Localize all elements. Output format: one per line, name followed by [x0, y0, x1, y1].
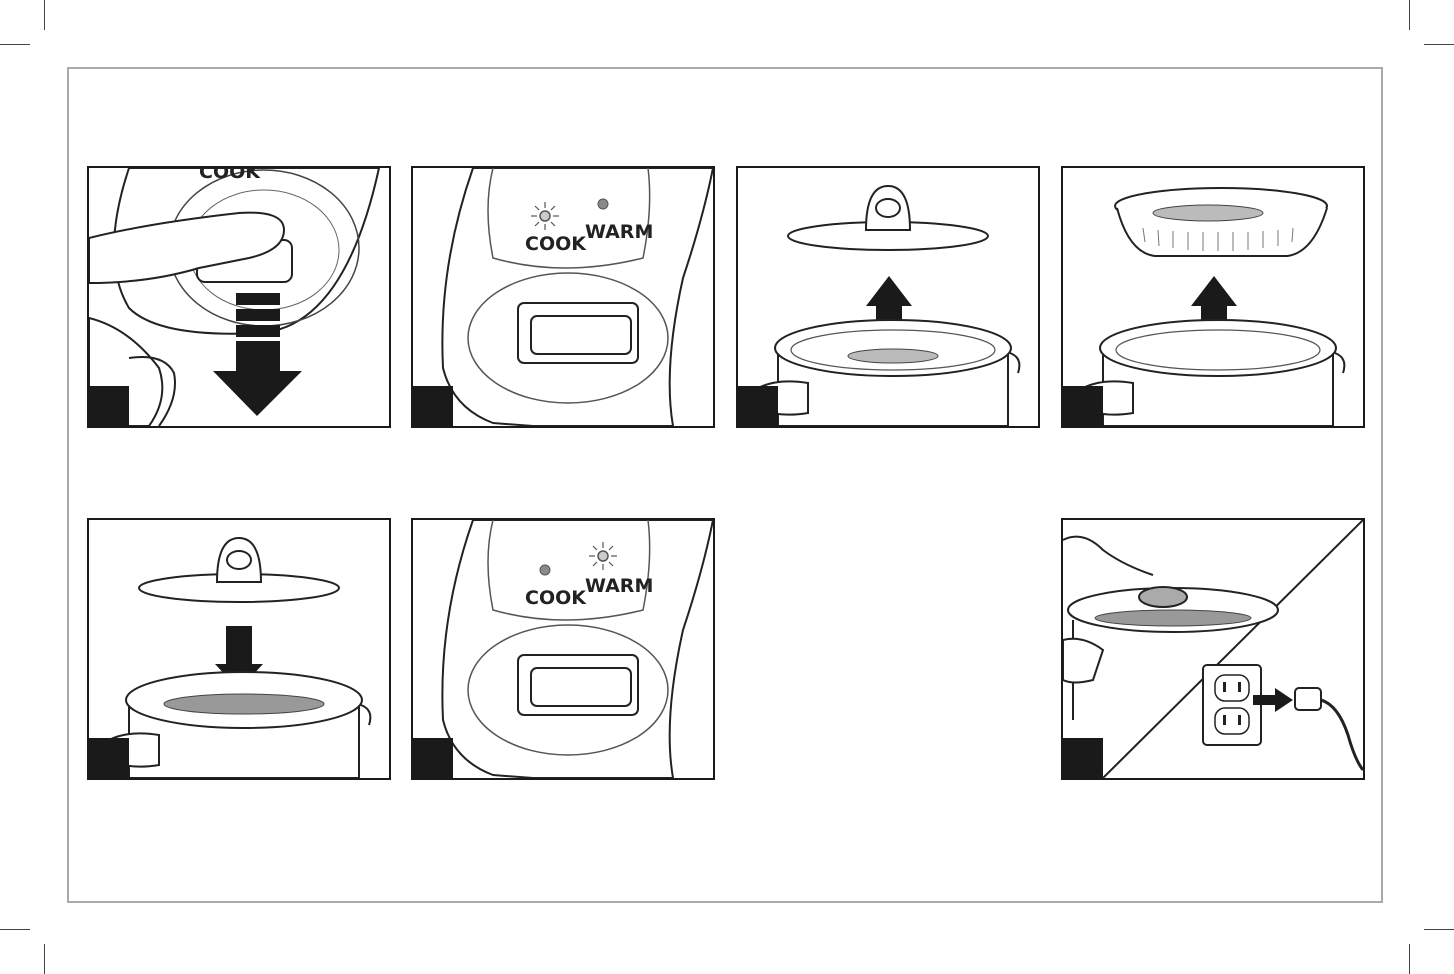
step-badge — [413, 738, 453, 778]
panel-cook-light: COOK WARM — [411, 166, 715, 428]
right-arrow-icon — [1275, 688, 1293, 712]
panel2-cook-label: COOK — [525, 233, 587, 255]
crop-mark — [0, 44, 30, 45]
panel-place-lid — [87, 518, 391, 780]
rice-spoon-icon — [1139, 587, 1187, 607]
crop-mark — [0, 929, 30, 930]
warm-indicator-lit — [598, 551, 608, 561]
plug-icon — [1295, 688, 1321, 710]
panel-remove-lid — [736, 166, 1040, 428]
panel1-cook-label: COOK — [199, 168, 261, 183]
remove-lid-illustration — [738, 168, 1038, 426]
crop-mark — [1424, 929, 1454, 930]
step-badge — [413, 386, 453, 426]
warm-light-illustration: COOK WARM — [413, 520, 713, 778]
remove-steamer-illustration — [1063, 168, 1363, 426]
up-arrow-icon — [1191, 276, 1237, 306]
step-badge — [89, 386, 129, 426]
crop-mark — [44, 0, 45, 30]
panel-remove-steamer — [1061, 166, 1365, 428]
serve-unplug-illustration — [1063, 520, 1363, 778]
step-badge — [89, 738, 129, 778]
step-badge — [1063, 738, 1103, 778]
press-switch-illustration: COOK — [89, 168, 389, 426]
panel-press-switch: COOK — [87, 166, 391, 428]
up-arrow-icon — [866, 276, 912, 306]
crop-mark — [1409, 0, 1410, 30]
down-arrow-icon — [213, 371, 302, 416]
crop-mark — [44, 944, 45, 974]
panel6-cook-label: COOK — [525, 587, 587, 609]
cook-indicator-lit — [540, 211, 550, 221]
cook-light-illustration: COOK WARM — [413, 168, 713, 426]
crop-mark — [1409, 944, 1410, 974]
panel6-warm-label: WARM — [585, 575, 653, 597]
panel-warm-light: COOK WARM — [411, 518, 715, 780]
step-badge — [1063, 386, 1103, 426]
panel-serve-unplug — [1061, 518, 1365, 780]
step-badge — [738, 386, 778, 426]
crop-mark — [1424, 44, 1454, 45]
place-lid-illustration — [89, 520, 389, 778]
panel2-warm-label: WARM — [585, 221, 653, 243]
